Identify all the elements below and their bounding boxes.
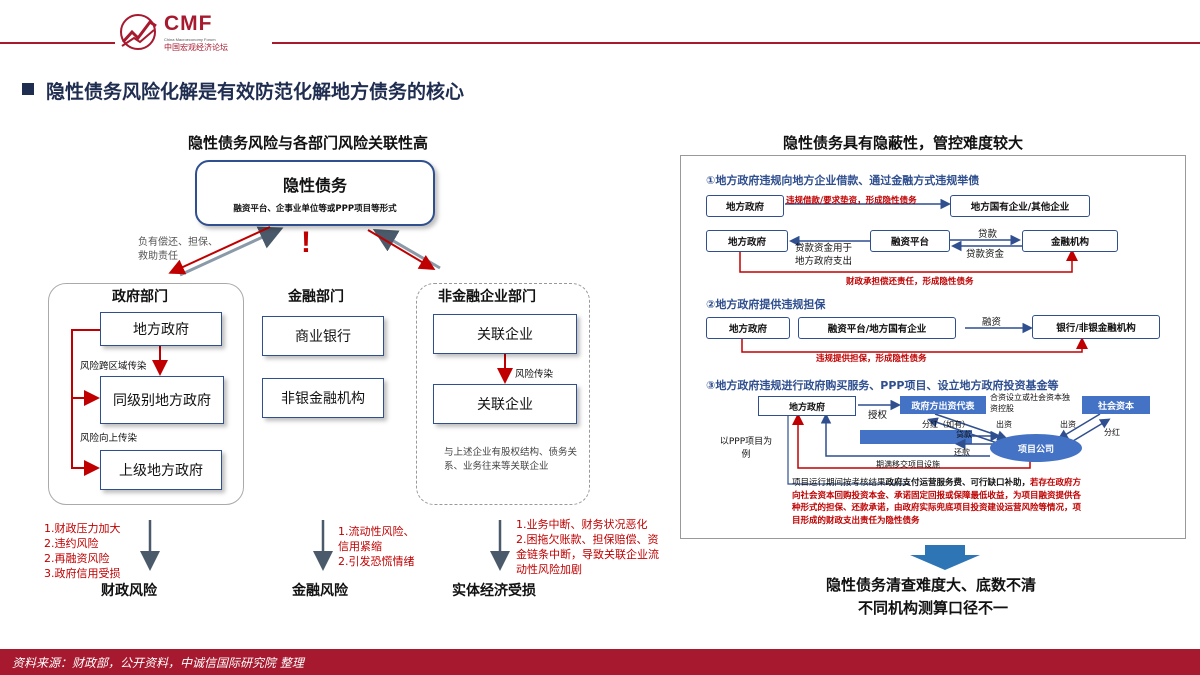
repay-guarantee-label: 负有偿还、担保、救助责任 — [138, 237, 218, 262]
s3-title: ③地方政府违规进行政府购买服务、PPP项目、设立地方政府投资基金等 — [706, 379, 1059, 392]
logo-mark-icon — [120, 14, 157, 50]
related-company-note: 与上述企业有股权结构、债务关系、业务往来等关联企业 — [444, 447, 578, 472]
real-economy-label: 实体经济受损 — [452, 583, 536, 599]
related-company-box-2: 关联企业 — [433, 384, 577, 424]
logo-subtitle-en: China Macroeconomy Forum — [164, 37, 216, 42]
s1-use-label: 贷款资金用于地方政府支出 — [795, 243, 853, 267]
hidden-debt-title: 隐性债务 — [282, 176, 347, 195]
gov-risk-item: 2.违约风险 — [44, 537, 99, 550]
right-diagram-title: 隐性债务具有隐蔽性，管控难度较大 — [783, 134, 1024, 152]
contagion-label: 风险传染 — [515, 369, 554, 380]
logo-text: CMF — [164, 12, 213, 35]
financial-risk-label: 金融风险 — [292, 583, 348, 599]
s3-description: 项目运行期间按考核结果政府支付运营服务费、可行缺口补助，若存在政府方向社会资本回… — [792, 477, 1082, 527]
s3-desc-plain: 项目运行期间按考核结果 — [792, 478, 886, 488]
s3-rep-box: 政府方出资代表 — [900, 396, 986, 414]
fin-risk-list: 1.流动性风险、信用紧缩 2.引发恐慌情绪 — [338, 524, 420, 569]
hidden-debt-box: 隐性债务 融资平台、企事业单位等或PPP项目等形式 — [195, 160, 435, 226]
related-company-box-1: 关联企业 — [433, 314, 577, 354]
s2-financing-label: 融资 — [982, 317, 1002, 328]
header-rule-right — [272, 42, 1200, 44]
s1-title: ①地方政府违规向地方企业借款、通过金融方式违规举债 — [706, 174, 980, 187]
s1-gov2-box: 地方政府 — [706, 230, 788, 252]
fiscal-risk-label: 财政风险 — [101, 583, 157, 599]
s3-loan-label: 贷款 — [956, 430, 972, 439]
commercial-bank-box: 商业银行 — [262, 316, 384, 356]
s3-jv-label: 合资设立或社会资本独资控股 — [990, 393, 1070, 413]
s3-project-company: 项目公司 — [990, 434, 1082, 462]
gov-risk-item: 3.政府信用受损 — [44, 567, 121, 580]
logo-subtitle-cn: 中国宏观经济论坛 — [164, 43, 228, 52]
gov-risk-item: 2.再融资风险 — [44, 552, 110, 565]
header-rule-left — [0, 42, 115, 44]
footer-bar: 资料来源：财政部，公开资料，中诚信国际研究院 整理 — [0, 649, 1200, 675]
s1-loan-label: 贷款 — [978, 229, 998, 240]
fin-risk-item: 2.引发恐慌情绪 — [338, 555, 415, 568]
s3-inv2-label: 出资 — [1060, 420, 1076, 429]
gov-cross-region-label: 风险跨区域传染 — [80, 361, 147, 372]
title-bullet — [22, 83, 34, 95]
conclusion-line-1: 隐性债务清查难度大、底数不清 — [826, 576, 1037, 594]
s3-desc-bold: 政府支付运营服务费、可行缺口补助， — [885, 478, 1031, 488]
s1-fin-box: 金融机构 — [1022, 230, 1118, 252]
fin-risk-item: 1.流动性风险、信用紧缩 — [338, 525, 415, 553]
s2-gov-box: 地方政府 — [706, 317, 790, 339]
s3-auth-label: 授权 — [868, 410, 888, 421]
gov-upper-box: 上级地方政府 — [100, 450, 222, 490]
gov-risk-item: 1.财政压力加大 — [44, 522, 121, 535]
left-diagram-title: 隐性债务风险与各部门风险关联性高 — [188, 134, 429, 152]
conclusion-line-2: 不同机构测算口径不一 — [858, 599, 1009, 617]
s1-gov-box: 地方政府 — [706, 195, 784, 217]
s1-soe-box: 地方国有企业/其他企业 — [950, 195, 1090, 217]
s3-desc-red: 若存在政府方向社会资本回购投资本金、承诺固定回报或保障最低收益，为项目融资提供各… — [792, 478, 1082, 526]
s3-social-box: 社会资本 — [1082, 396, 1150, 414]
s1-loanfund-label: 贷款资金 — [966, 249, 1005, 260]
hidden-debt-subtitle: 融资平台、企事业单位等或PPP项目等形式 — [233, 204, 397, 214]
gov-sector-frame — [48, 283, 244, 505]
logo: CMF China Macroeconomy Forum 中国宏观经济论坛 — [118, 12, 278, 52]
non-bank-box: 非银金融机构 — [262, 378, 384, 418]
gov-local-box: 地方政府 — [100, 312, 222, 346]
s2-red-note: 违规提供担保，形成隐性债务 — [816, 354, 927, 364]
gov-sector-title: 政府部门 — [112, 289, 168, 305]
source-note: 资料来源：财政部，公开资料，中诚信国际研究院 整理 — [12, 656, 304, 670]
s1-borrow-label: 违规借款/要求垫资，形成隐性债务 — [786, 196, 917, 206]
s3-ppp-label: 以PPP项目为例 — [719, 437, 773, 460]
right-diagram-frame — [680, 155, 1186, 539]
s2-platform-box: 融资平台/地方国有企业 — [798, 317, 956, 339]
s3-inv1-label: 出资 — [996, 420, 1012, 429]
real-risk-list: 1.业务中断、财务状况恶化 2.困拖欠账款、担保赔偿、资金链条中断，导致关联企业… — [516, 517, 662, 577]
real-risk-item: 1.业务中断、财务状况恶化 — [516, 518, 648, 531]
nonfin-sector-frame — [416, 283, 590, 505]
gov-risk-list: 1.财政压力加大 2.违约风险 2.再融资风险 3.政府信用受损 — [44, 521, 144, 581]
s2-title: ②地方政府提供违规担保 — [706, 298, 826, 311]
alert-icon: ! — [301, 226, 311, 259]
real-risk-item: 2.困拖欠账款、担保赔偿、资金链条中断，导致关联企业流动性风险加剧 — [516, 533, 659, 576]
fin-sector-title: 金融部门 — [288, 289, 344, 305]
s3-div1-label: 分红（如有） — [922, 420, 970, 429]
gov-peer-box: 同级别地方政府 — [100, 376, 224, 424]
s1-platform-box: 融资平台 — [870, 230, 950, 252]
gov-upward-label: 风险向上传染 — [80, 433, 138, 444]
s3-repay-label: 还款 — [954, 448, 970, 457]
s3-div2-label: 分红 — [1104, 428, 1120, 437]
page-title: 隐性债务风险化解是有效防范化解地方债务的核心 — [46, 81, 465, 103]
s3-gov-box: 地方政府 — [758, 396, 856, 416]
s3-transfer-label: 期满移交项目设施 — [876, 460, 940, 469]
s2-bank-box: 银行/非银金融机构 — [1032, 315, 1160, 339]
nonfin-sector-title: 非金融企业部门 — [438, 289, 536, 305]
s1-red-note: 财政承担偿还责任，形成隐性债务 — [846, 277, 974, 287]
